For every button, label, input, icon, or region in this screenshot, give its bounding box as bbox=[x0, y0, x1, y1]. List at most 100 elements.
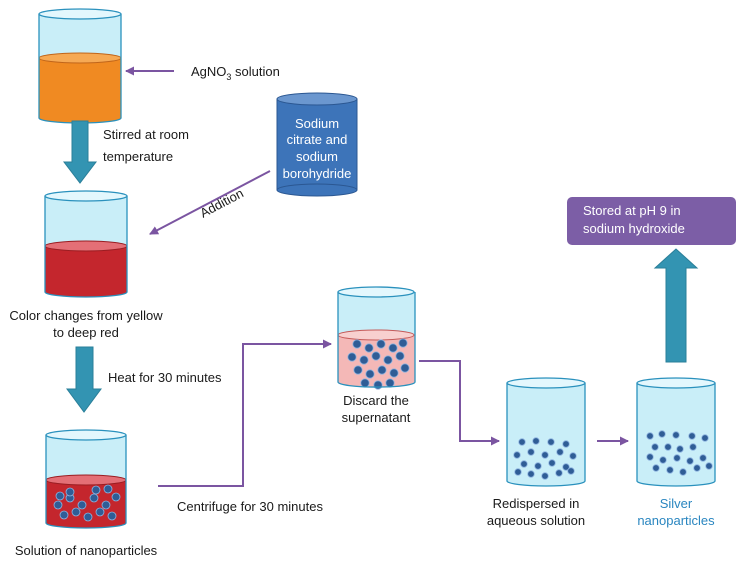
nanoparticle-dot bbox=[103, 484, 113, 494]
nanoparticle-dot bbox=[353, 365, 363, 375]
centrifuge-arrow bbox=[158, 339, 332, 487]
nanoparticle-dot bbox=[555, 469, 563, 477]
nanoparticle-dot bbox=[513, 451, 521, 459]
addition-label: Addition bbox=[197, 185, 246, 220]
nanoparticle-dot bbox=[527, 448, 535, 456]
nanoparticle-dot bbox=[59, 510, 69, 520]
nanoparticle-dot bbox=[365, 369, 375, 379]
nanoparticle-dot bbox=[352, 339, 362, 349]
nanoparticle-dot bbox=[101, 500, 111, 510]
nanoparticle-dot bbox=[652, 464, 660, 472]
nanoparticle-dot bbox=[689, 443, 697, 451]
nanoparticle-dot bbox=[701, 434, 709, 442]
heat-label: Heat for 30 minutes bbox=[108, 370, 222, 385]
reagent-label-line1: Sodium bbox=[295, 116, 339, 131]
color-change-label-line1: Color changes from yellow bbox=[9, 308, 163, 323]
nanoparticle-dot bbox=[400, 363, 410, 373]
nanoparticle-dot bbox=[676, 445, 684, 453]
beaker-supernatant bbox=[337, 286, 416, 390]
step-arrow-heat bbox=[66, 346, 102, 413]
beaker-nanoparticle-solution bbox=[45, 429, 127, 529]
redispersed-label-line2: aqueous solution bbox=[487, 513, 585, 528]
color-change-label-line2: to deep red bbox=[53, 325, 119, 340]
nanoparticle-dot bbox=[688, 432, 696, 440]
nanoparticle-dot bbox=[534, 462, 542, 470]
nanoparticle-dot bbox=[518, 438, 526, 446]
reagent-cylinder: Sodium citrate and sodium borohydride bbox=[276, 92, 358, 197]
reagent-label-line3: sodium bbox=[296, 149, 338, 164]
nanoparticle-dot bbox=[658, 430, 666, 438]
beaker-redispersed bbox=[506, 377, 586, 487]
nanoparticle-dot bbox=[385, 378, 395, 388]
beaker-agno3 bbox=[38, 8, 122, 124]
discard-label-line1: Discard the bbox=[343, 393, 409, 408]
nanoparticle-dot bbox=[71, 507, 81, 517]
nanoparticle-dot bbox=[547, 438, 555, 446]
nanoparticle-dot bbox=[360, 378, 370, 388]
stored-label-line1: Stored at pH 9 in bbox=[583, 203, 681, 218]
nanoparticle-dot bbox=[107, 511, 117, 521]
nanoparticle-dot bbox=[53, 500, 63, 510]
nanoparticle-dot bbox=[383, 355, 393, 365]
nanoparticle-dot bbox=[91, 485, 101, 495]
nanoparticle-dot bbox=[83, 512, 93, 522]
centrifuge-label: Centrifuge for 30 minutes bbox=[177, 499, 323, 514]
nanoparticle-dot bbox=[569, 452, 577, 460]
reagent-label-line2: citrate and bbox=[287, 132, 348, 147]
nanoparticle-dot bbox=[673, 454, 681, 462]
nanoparticle-dot bbox=[646, 453, 654, 461]
silver-label-line1: Silver bbox=[660, 496, 693, 511]
nanoparticle-dot bbox=[672, 431, 680, 439]
nanoparticle-dot bbox=[373, 380, 383, 390]
nanoparticle-dot bbox=[562, 440, 570, 448]
nanoparticle-dot bbox=[527, 470, 535, 478]
nanoparticle-dot bbox=[541, 451, 549, 459]
nanoparticle-dot bbox=[567, 467, 575, 475]
nanoparticle-dot bbox=[55, 491, 65, 501]
stored-label-line2: sodium hydroxide bbox=[583, 221, 685, 236]
nanoparticle-dot bbox=[520, 460, 528, 468]
nanoparticle-dot bbox=[376, 339, 386, 349]
reagent-label-line4: borohydride bbox=[283, 166, 352, 181]
nanoparticle-dot bbox=[388, 343, 398, 353]
beaker-silver-nanoparticles bbox=[636, 377, 716, 487]
nanoparticle-dot bbox=[562, 463, 570, 471]
nanoparticle-dot bbox=[686, 457, 694, 465]
nanoparticle-dot bbox=[651, 443, 659, 451]
nanoparticle-dot bbox=[65, 487, 75, 497]
nanoparticle-dot bbox=[699, 454, 707, 462]
nanoparticle-dot bbox=[556, 448, 564, 456]
nanoparticle-dot bbox=[532, 437, 540, 445]
step-arrow-store bbox=[653, 248, 699, 363]
nanoparticle-dot bbox=[77, 500, 87, 510]
nanoparticle-dot bbox=[659, 456, 667, 464]
redisperse-arrow bbox=[419, 360, 500, 446]
nanoparticle-dot bbox=[679, 468, 687, 476]
nanoparticle-dot bbox=[364, 343, 374, 353]
nanoparticle-dot bbox=[371, 351, 381, 361]
nanoparticle-dot bbox=[646, 432, 654, 440]
stirred-label-line2: temperature bbox=[103, 149, 173, 164]
stirred-label-line1: Stirred at room bbox=[103, 127, 189, 142]
nanoparticle-dot bbox=[693, 464, 701, 472]
nanoparticle-dot bbox=[514, 468, 522, 476]
solution-nanoparticles-label: Solution of nanoparticles bbox=[15, 543, 158, 558]
silver-label-line2: nanoparticles bbox=[637, 513, 715, 528]
nanoparticle-dot bbox=[666, 466, 674, 474]
nanoparticle-dot bbox=[548, 459, 556, 467]
nanoparticle-dot bbox=[111, 492, 121, 502]
nanoparticle-dot bbox=[359, 355, 369, 365]
nanoparticle-dot bbox=[389, 368, 399, 378]
nanoparticle-dot bbox=[377, 365, 387, 375]
nanoparticle-dot bbox=[398, 338, 408, 348]
redispersed-label-line1: Redispersed in bbox=[493, 496, 580, 511]
nanoparticle-dot bbox=[664, 443, 672, 451]
nanoparticle-dot bbox=[347, 352, 357, 362]
nanoparticle-dot bbox=[541, 472, 549, 480]
addition-arrow bbox=[149, 170, 271, 235]
nanoparticle-dot bbox=[395, 351, 405, 361]
step-arrow-stir bbox=[62, 120, 98, 184]
beaker-deep-red bbox=[44, 190, 128, 298]
